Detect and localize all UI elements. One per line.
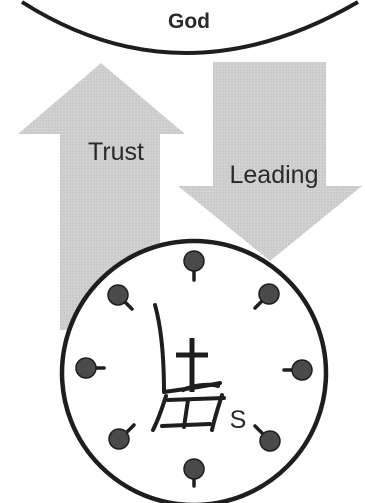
pin-bottom-right xyxy=(260,431,280,451)
pin-top-right xyxy=(259,284,279,304)
pin-right xyxy=(292,360,312,380)
pin-bottom-left xyxy=(109,429,129,449)
pin-bottom xyxy=(184,459,204,479)
pin-left xyxy=(76,358,96,378)
chair-s-label: S xyxy=(230,406,247,434)
leading-label: Leading xyxy=(230,161,319,189)
pin-top-left xyxy=(108,285,128,305)
trust-label: Trust xyxy=(88,138,144,166)
pin-top xyxy=(184,251,204,271)
god-label: God xyxy=(168,10,210,33)
